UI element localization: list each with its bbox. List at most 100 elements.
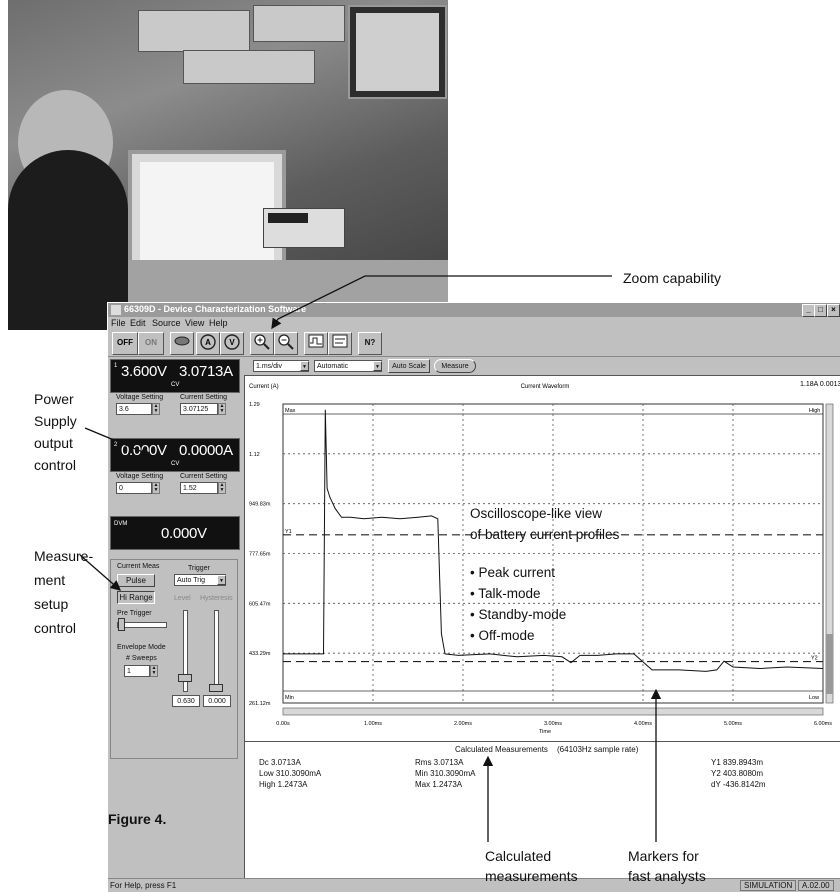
menu-bar: File Edit Source View Help <box>108 317 840 330</box>
waveform-view-icon[interactable] <box>304 332 328 355</box>
min-label: Min <box>285 695 294 701</box>
bullet-talk-mode: • Talk-mode <box>470 586 541 601</box>
menu-help[interactable]: Help <box>209 318 228 328</box>
marker-label-y2: Y2 <box>811 656 818 662</box>
vertical-scrollbar <box>825 403 834 704</box>
hysteresis-value: 0.000 <box>203 695 231 707</box>
hysteresis-slider-handle[interactable] <box>209 684 223 692</box>
oscilloscope-icon[interactable] <box>170 332 194 355</box>
measurement-setup-panel <box>110 559 238 759</box>
menu-file[interactable]: File <box>111 318 126 328</box>
measure-button[interactable]: Measure <box>434 359 476 373</box>
calculated-measurements-panel: Calculated Measurements (64103Hz sample … <box>244 741 840 879</box>
output2-current-spinner[interactable]: ▲▼ <box>218 482 226 494</box>
trigger-mode-select[interactable]: Automatic <box>314 360 382 372</box>
low-label: Low <box>809 695 819 701</box>
pre-trigger-slider-handle[interactable] <box>118 618 125 631</box>
auto-scale-button[interactable]: Auto Scale <box>388 359 430 373</box>
bullet-standby-mode: • Standby-mode <box>470 607 567 622</box>
voltmeter-icon[interactable]: V <box>220 332 244 355</box>
output2-voltage-input[interactable]: 0 <box>116 482 152 494</box>
dvm-label: DVM <box>114 521 128 527</box>
pulse-button[interactable]: Pulse <box>117 574 155 587</box>
bench-multimeter <box>263 208 345 248</box>
output1-voltage-input[interactable]: 3.6 <box>116 403 152 415</box>
sweeps-input[interactable]: 1 <box>124 665 150 677</box>
y-tick-label: 949.83m <box>249 502 271 508</box>
window-title: 66309D - Device Characterization Softwar… <box>124 304 307 314</box>
close-button[interactable]: × <box>827 304 840 317</box>
y-tick-label: 1.29 <box>249 402 260 408</box>
output2-voltage-label: Voltage Setting <box>116 473 164 480</box>
x-tick-label: 4.00ms <box>634 721 652 727</box>
measurement-view-icon[interactable] <box>328 332 352 355</box>
application-window: 66309D - Device Characterization Softwar… <box>107 302 840 892</box>
zoom-in-icon[interactable] <box>250 332 274 355</box>
chevron-down-icon[interactable]: ▼ <box>300 361 309 371</box>
x-axis-label: Time <box>539 729 551 735</box>
menu-view[interactable]: View <box>185 318 205 328</box>
y-axis-label: Current (A) <box>249 384 279 390</box>
scope-view-callout: Oscilloscope-like view of battery curren… <box>470 506 620 542</box>
bullet-peak-current: • Peak current <box>470 565 556 580</box>
status-version: A.02.00 <box>798 880 834 891</box>
hysteresis-label: Hysteresis <box>200 595 233 602</box>
y-tick-label: 605.47m <box>249 601 271 607</box>
output-off-button[interactable]: OFF <box>112 332 138 355</box>
timebase-select[interactable]: 1.ms/div <box>253 360 309 372</box>
pre-trigger-slider[interactable] <box>117 622 167 628</box>
menu-source[interactable]: Source <box>152 318 181 328</box>
output-on-button[interactable]: ON <box>138 332 164 355</box>
calc-min: Min 310.3090mA <box>415 769 476 778</box>
bullet-off-mode: • Off-mode <box>470 628 535 643</box>
output2-mode: CV <box>171 461 180 467</box>
maximize-button[interactable]: □ <box>814 304 827 317</box>
output2-display: 2 0.000V 0.0000A CV <box>110 438 240 472</box>
max-label: Max <box>285 408 296 414</box>
output1-voltage-spinner[interactable]: ▲▼ <box>152 403 160 415</box>
app-icon <box>111 305 121 315</box>
calc-title: Calculated Measurements <box>455 745 548 754</box>
x-tick-label: 5.00ms <box>724 721 742 727</box>
current-waveform-line <box>283 409 824 672</box>
x-tick-label: 1.00ms <box>364 721 382 727</box>
chevron-down-icon[interactable]: ▼ <box>373 361 382 371</box>
calc-high: High 1.2473A <box>259 780 308 789</box>
zoom-callout: Zoom capability <box>623 270 722 286</box>
x-tick-label: 2.00ms <box>454 721 472 727</box>
menu-edit[interactable]: Edit <box>130 318 146 328</box>
level-slider-handle[interactable] <box>178 674 192 682</box>
ammeter-icon[interactable]: A <box>196 332 220 355</box>
y-tick-label: 777.65m <box>249 552 271 558</box>
output2-current: 0.0000A <box>179 442 233 459</box>
person-figure <box>8 150 128 330</box>
x-tick-label: 0.00s <box>276 721 290 727</box>
output2-voltage: 0.000V <box>121 442 167 459</box>
y-tick-label: 433.29m <box>249 651 271 657</box>
sweeps-spinner[interactable]: ▲▼ <box>150 665 158 677</box>
output2-current-input[interactable]: 1.52 <box>180 482 218 494</box>
horizontal-scrollbar <box>282 707 824 716</box>
title-bar: 66309D - Device Characterization Softwar… <box>108 303 840 317</box>
output1-current-spinner[interactable]: ▲▼ <box>218 403 226 415</box>
context-help-icon[interactable]: N? <box>358 332 382 355</box>
hysteresis-slider[interactable] <box>214 610 219 692</box>
bullet-list: • Peak current • Talk-mode • Standby-mod… <box>470 562 566 646</box>
calc-sample-rate: (64103Hz sample rate) <box>557 745 639 754</box>
lab-photo <box>8 0 448 330</box>
calc-dy: dY -436.8142m <box>711 780 766 789</box>
hi-range-toggle[interactable]: Hi Range <box>117 591 155 604</box>
x-tick-label: 6.00ms <box>814 721 832 727</box>
output1-current-input[interactable]: 3.07125 <box>180 403 218 415</box>
toolbar: OFF ON A V N? <box>108 330 840 357</box>
status-mode: SIMULATION <box>740 880 797 891</box>
chevron-down-icon[interactable]: ▼ <box>217 575 226 585</box>
zoom-out-icon[interactable] <box>274 332 298 355</box>
output2-voltage-spinner[interactable]: ▲▼ <box>152 482 160 494</box>
level-slider[interactable] <box>183 610 188 692</box>
output1-display: 1 3.600V 3.0713A CV <box>110 359 240 393</box>
trigger-select[interactable]: Auto Trig <box>174 574 226 586</box>
